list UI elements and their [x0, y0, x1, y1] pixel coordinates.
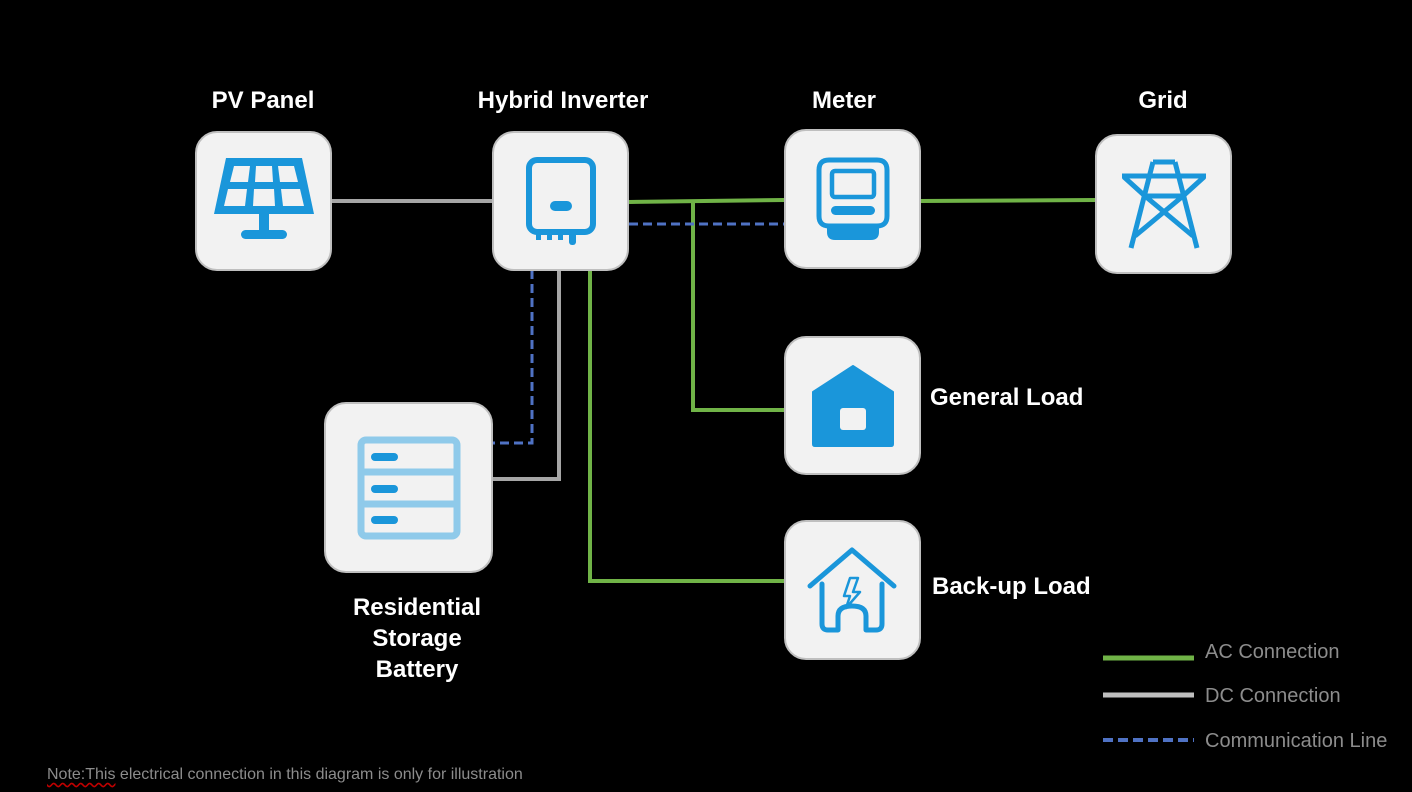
- pv-panel-label: PV Panel: [211, 87, 315, 114]
- hybrid-inverter-node[interactable]: [492, 131, 629, 271]
- footnote-prefix: Note:This: [47, 766, 116, 783]
- house-icon: [811, 364, 894, 447]
- footnote-text: electrical connection in this diagram is…: [115, 766, 523, 783]
- ac-line-backup-load: [588, 270, 784, 583]
- meter-icon: [816, 157, 889, 240]
- general-load-label: General Load: [930, 384, 1084, 411]
- ac-line-meter-grid: [919, 198, 1097, 203]
- legend-dc-label: DC Connection: [1205, 685, 1341, 707]
- solar-panel-icon: [213, 158, 314, 239]
- inverter-icon: [525, 157, 596, 245]
- grid-node[interactable]: [1095, 134, 1232, 274]
- legend-ac-label: AC Connection: [1205, 641, 1340, 663]
- dc-line-inverter-battery: [492, 270, 561, 481]
- ac-line-inverter-meter: [628, 198, 785, 204]
- battery-label-line-2: Storage: [372, 625, 462, 652]
- general-load-node[interactable]: [784, 336, 921, 475]
- battery-label-line-3: Battery: [375, 656, 459, 683]
- grid-label: Grid: [1138, 87, 1188, 114]
- meter-label: Meter: [811, 87, 877, 114]
- battery-label-line-1: Residential: [352, 594, 482, 621]
- house-lightning-icon: [807, 547, 896, 633]
- battery-label: Residential Storage Battery: [327, 592, 507, 685]
- comm-line-inverter-battery: [492, 270, 534, 445]
- backup-load-node[interactable]: [784, 520, 921, 660]
- battery-stack-icon: [357, 436, 460, 539]
- legend-comm-label: Communication Line: [1205, 730, 1388, 752]
- hybrid-inverter-label: Hybrid Inverter: [477, 87, 649, 114]
- footnote: Note:This electrical connection in this …: [47, 766, 523, 784]
- ac-line-general-load: [691, 202, 784, 412]
- pv-panel-node[interactable]: [195, 131, 332, 271]
- battery-node[interactable]: [324, 402, 493, 573]
- transmission-tower-icon: [1121, 159, 1206, 249]
- backup-load-label: Back-up Load: [932, 573, 1091, 600]
- meter-node[interactable]: [784, 129, 921, 269]
